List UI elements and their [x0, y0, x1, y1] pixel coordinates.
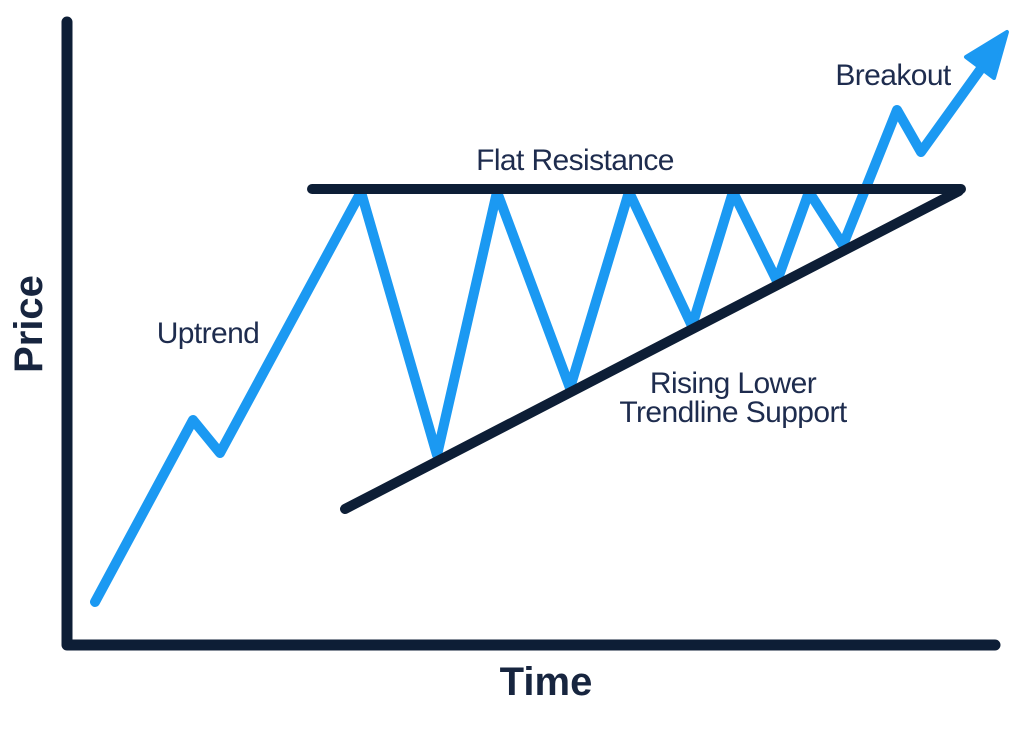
axes: [61, 16, 1001, 651]
rising-support-label-line2: Trendline Support: [619, 396, 847, 429]
price-path: [90, 58, 990, 607]
rising-support-label: Rising Lower Trendline Support: [619, 367, 847, 429]
price-path-arrowhead-icon: [964, 30, 1009, 80]
rising-support-label-line1: Rising Lower: [649, 367, 817, 400]
rising-support-line: [340, 186, 964, 514]
y-axis-label: Price: [7, 275, 51, 373]
x-axis-label: Time: [499, 660, 593, 704]
flat-resistance-label: Flat Resistance: [476, 144, 674, 177]
uptrend-label: Uptrend: [156, 317, 260, 350]
breakout-label: Breakout: [835, 59, 951, 92]
